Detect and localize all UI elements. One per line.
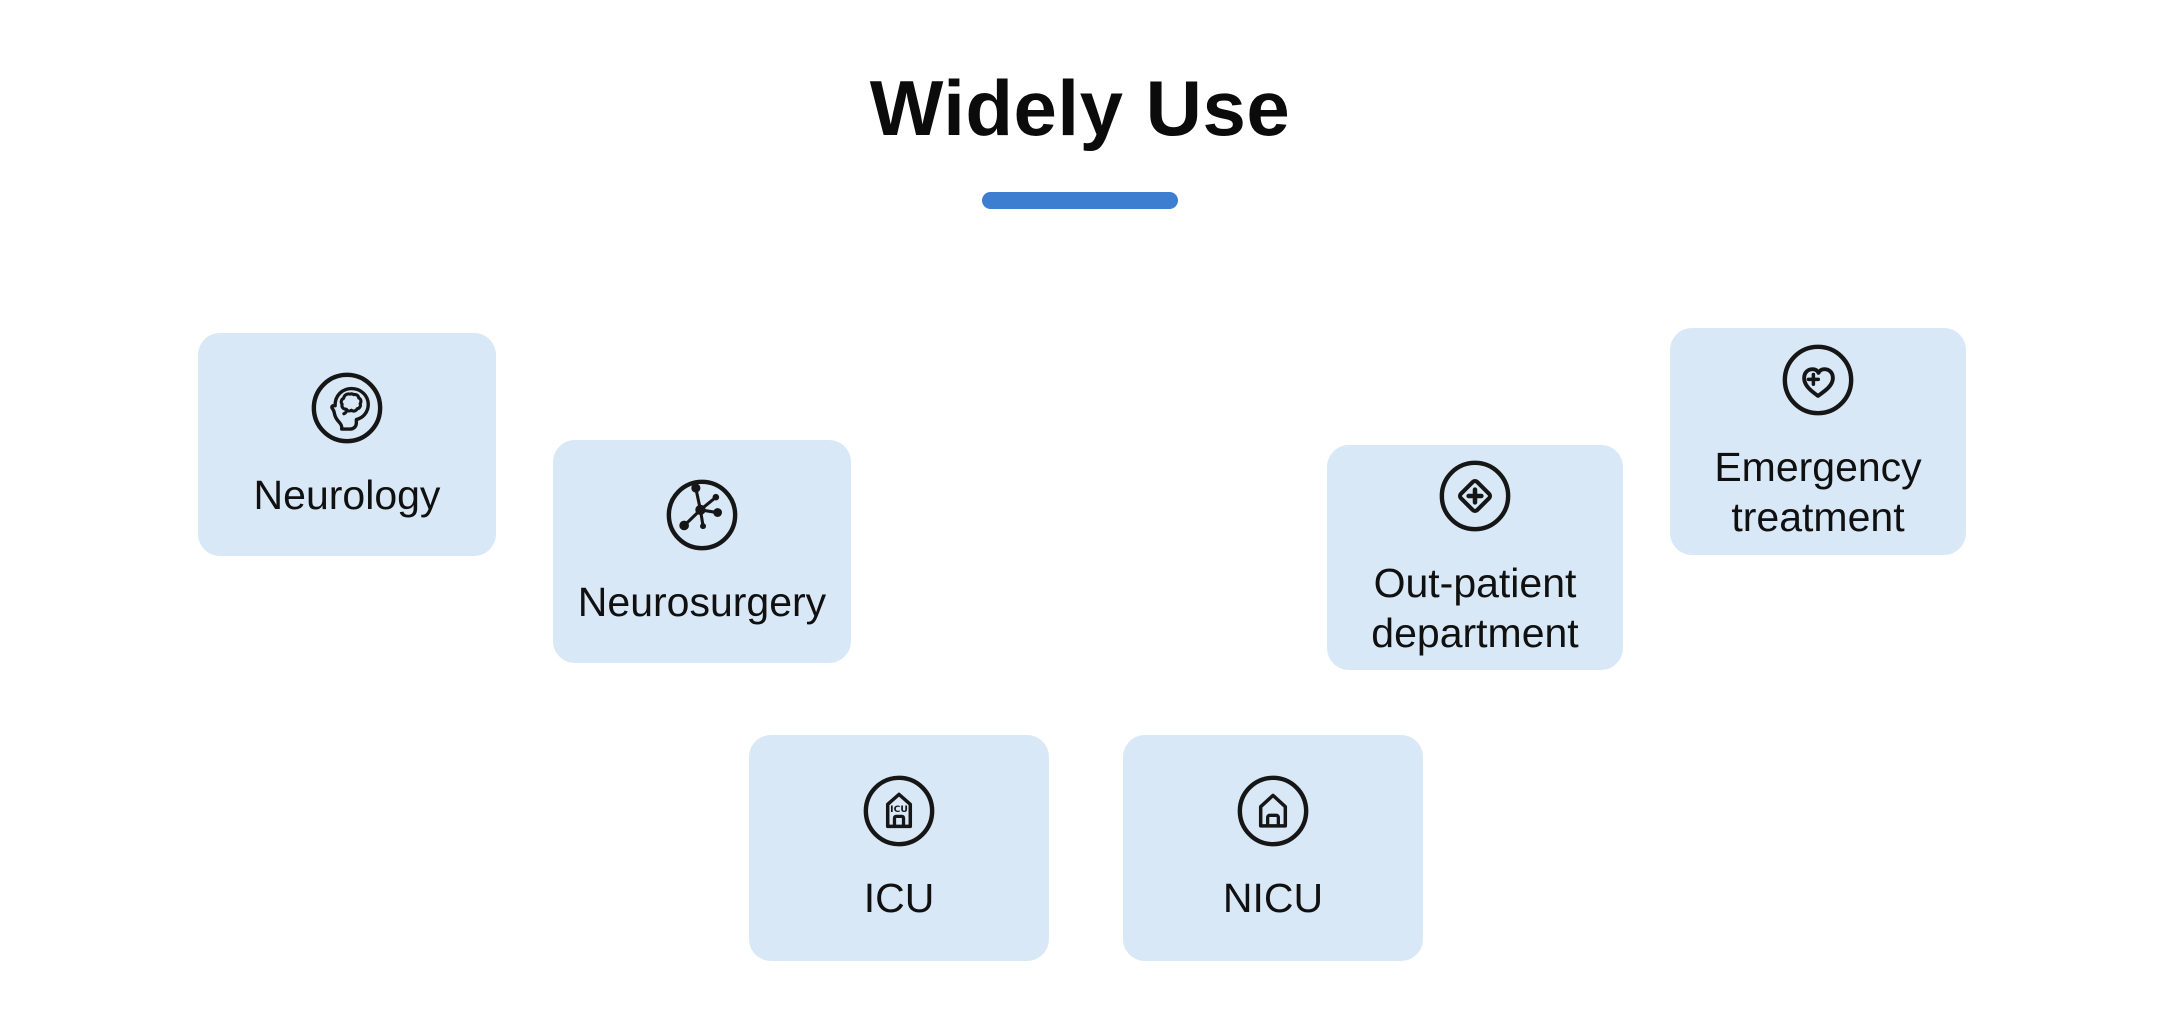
card-emergency-treatment: Emergency treatment bbox=[1670, 328, 1966, 555]
card-label: NICU bbox=[1222, 875, 1324, 922]
page-title: Widely Use bbox=[869, 64, 1291, 152]
house-icon bbox=[1237, 776, 1309, 847]
heart-plus-icon bbox=[1782, 344, 1854, 416]
card-outpatient-department: Out-patient department bbox=[1327, 445, 1623, 670]
card-neurology: Neurology bbox=[198, 333, 496, 556]
card-icu: ICU ICU bbox=[749, 735, 1049, 961]
section-header: Widely Use bbox=[0, 62, 2160, 209]
card-label: Out-patient department bbox=[1371, 560, 1579, 656]
icu-icon-text: ICU bbox=[890, 804, 908, 815]
card-label: ICU bbox=[863, 875, 935, 922]
neuron-network-icon bbox=[666, 479, 738, 551]
diamond-plus-icon bbox=[1439, 460, 1511, 532]
icu-building-icon: ICU bbox=[863, 776, 935, 847]
card-nicu: NICU bbox=[1123, 735, 1423, 961]
card-neurosurgery: Neurosurgery bbox=[553, 440, 851, 663]
title-underline-accent bbox=[982, 191, 1178, 209]
card-label: Emergency treatment bbox=[1714, 444, 1922, 540]
brain-head-icon bbox=[311, 372, 383, 444]
card-label: Neurology bbox=[253, 471, 441, 518]
card-label: Neurosurgery bbox=[577, 578, 827, 625]
